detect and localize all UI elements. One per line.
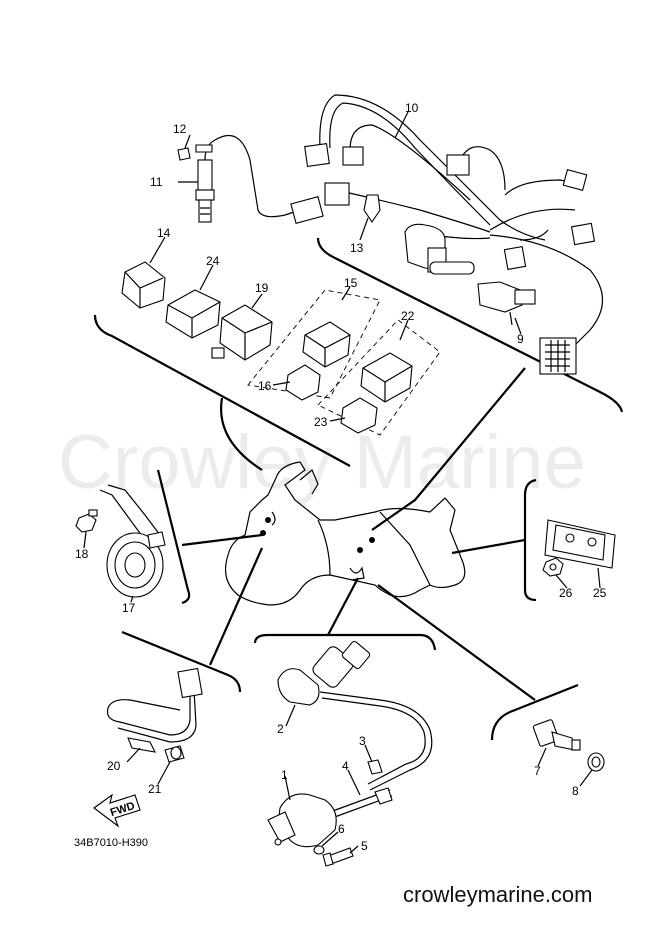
leader-temp <box>377 584 536 701</box>
part-5-bolt <box>322 847 354 867</box>
leader-wire-left <box>220 397 263 471</box>
part-2-plug-cap <box>277 640 433 791</box>
watermark: Crowley Marine <box>58 420 586 505</box>
part-8-gasket <box>587 752 605 772</box>
part-1-ignition-coil <box>267 793 337 848</box>
part-4-cable <box>329 787 393 819</box>
part-14-relay <box>121 261 166 309</box>
part-26-nut <box>542 557 564 577</box>
callout-19: 19 <box>255 281 269 295</box>
part-11-sensor <box>177 135 324 224</box>
callout-15: 15 <box>344 276 358 290</box>
callout-21: 21 <box>148 782 162 796</box>
callout-16: 16 <box>258 379 272 393</box>
temp-panel-frame <box>490 683 579 741</box>
part-17-horn <box>99 484 166 598</box>
part-15-coupler <box>302 321 351 368</box>
callout-23: 23 <box>314 415 328 429</box>
part-3-clamp <box>367 759 383 775</box>
callout-numbers: 1 2 3 4 5 6 7 8 9 10 11 12 13 14 15 16 1… <box>75 101 607 853</box>
part-22-coupler <box>360 352 413 403</box>
callout-24: 24 <box>206 254 220 268</box>
part-23-coupler <box>340 397 378 434</box>
motorcycle-silhouette <box>225 461 466 606</box>
leader-harness <box>208 547 264 666</box>
part-7-temp-sensor <box>532 719 581 751</box>
callout-12: 12 <box>173 122 187 136</box>
part-13-clip <box>363 194 381 223</box>
callout-9: 9 <box>517 332 524 346</box>
callout-1: 1 <box>281 768 288 782</box>
wire-harness <box>304 94 603 375</box>
fwd-arrow: FWD <box>93 793 141 828</box>
callout-11: 11 <box>150 175 163 189</box>
callout-18: 18 <box>75 547 89 561</box>
bracket-panel-frame <box>523 478 537 602</box>
part-6-washer <box>313 845 325 855</box>
leader-horn <box>181 533 263 547</box>
callout-7: 7 <box>534 764 541 778</box>
callout-3: 3 <box>359 734 366 748</box>
horn-panel-frame <box>156 469 191 605</box>
site-url: crowleymarine.com <box>403 882 593 907</box>
part-9-sensor <box>477 281 536 326</box>
part-24-relay <box>165 289 221 339</box>
callout-6: 6 <box>338 822 345 836</box>
callout-17: 17 <box>122 601 136 615</box>
upper-panel-frame <box>93 237 624 467</box>
callout-22: 22 <box>401 309 415 323</box>
callout-26: 26 <box>559 586 573 600</box>
part-18-bolt <box>75 509 98 533</box>
part-16-coupler <box>285 364 321 401</box>
leader-coil <box>327 577 359 636</box>
callout-2: 2 <box>277 722 284 736</box>
leader-wire-right <box>371 367 526 531</box>
diagram-code: 34B7010-H390 <box>74 837 148 849</box>
part-19-unit <box>211 304 273 361</box>
callout-13: 13 <box>350 241 364 255</box>
callout-10: 10 <box>405 101 419 115</box>
part-21-collar <box>164 745 185 763</box>
part-25-bracket <box>544 519 616 569</box>
harness-panel-frame <box>121 630 242 693</box>
callout-4: 4 <box>342 759 349 773</box>
callout-14: 14 <box>157 226 171 240</box>
coil-panel-frame <box>253 633 437 651</box>
callout-leaders <box>83 111 601 854</box>
leader-bracket <box>451 538 526 555</box>
callout-5: 5 <box>361 839 368 853</box>
callout-25: 25 <box>593 586 607 600</box>
part-20-sub-harness <box>106 667 203 753</box>
callout-20: 20 <box>107 759 121 773</box>
callout-8: 8 <box>572 784 579 798</box>
